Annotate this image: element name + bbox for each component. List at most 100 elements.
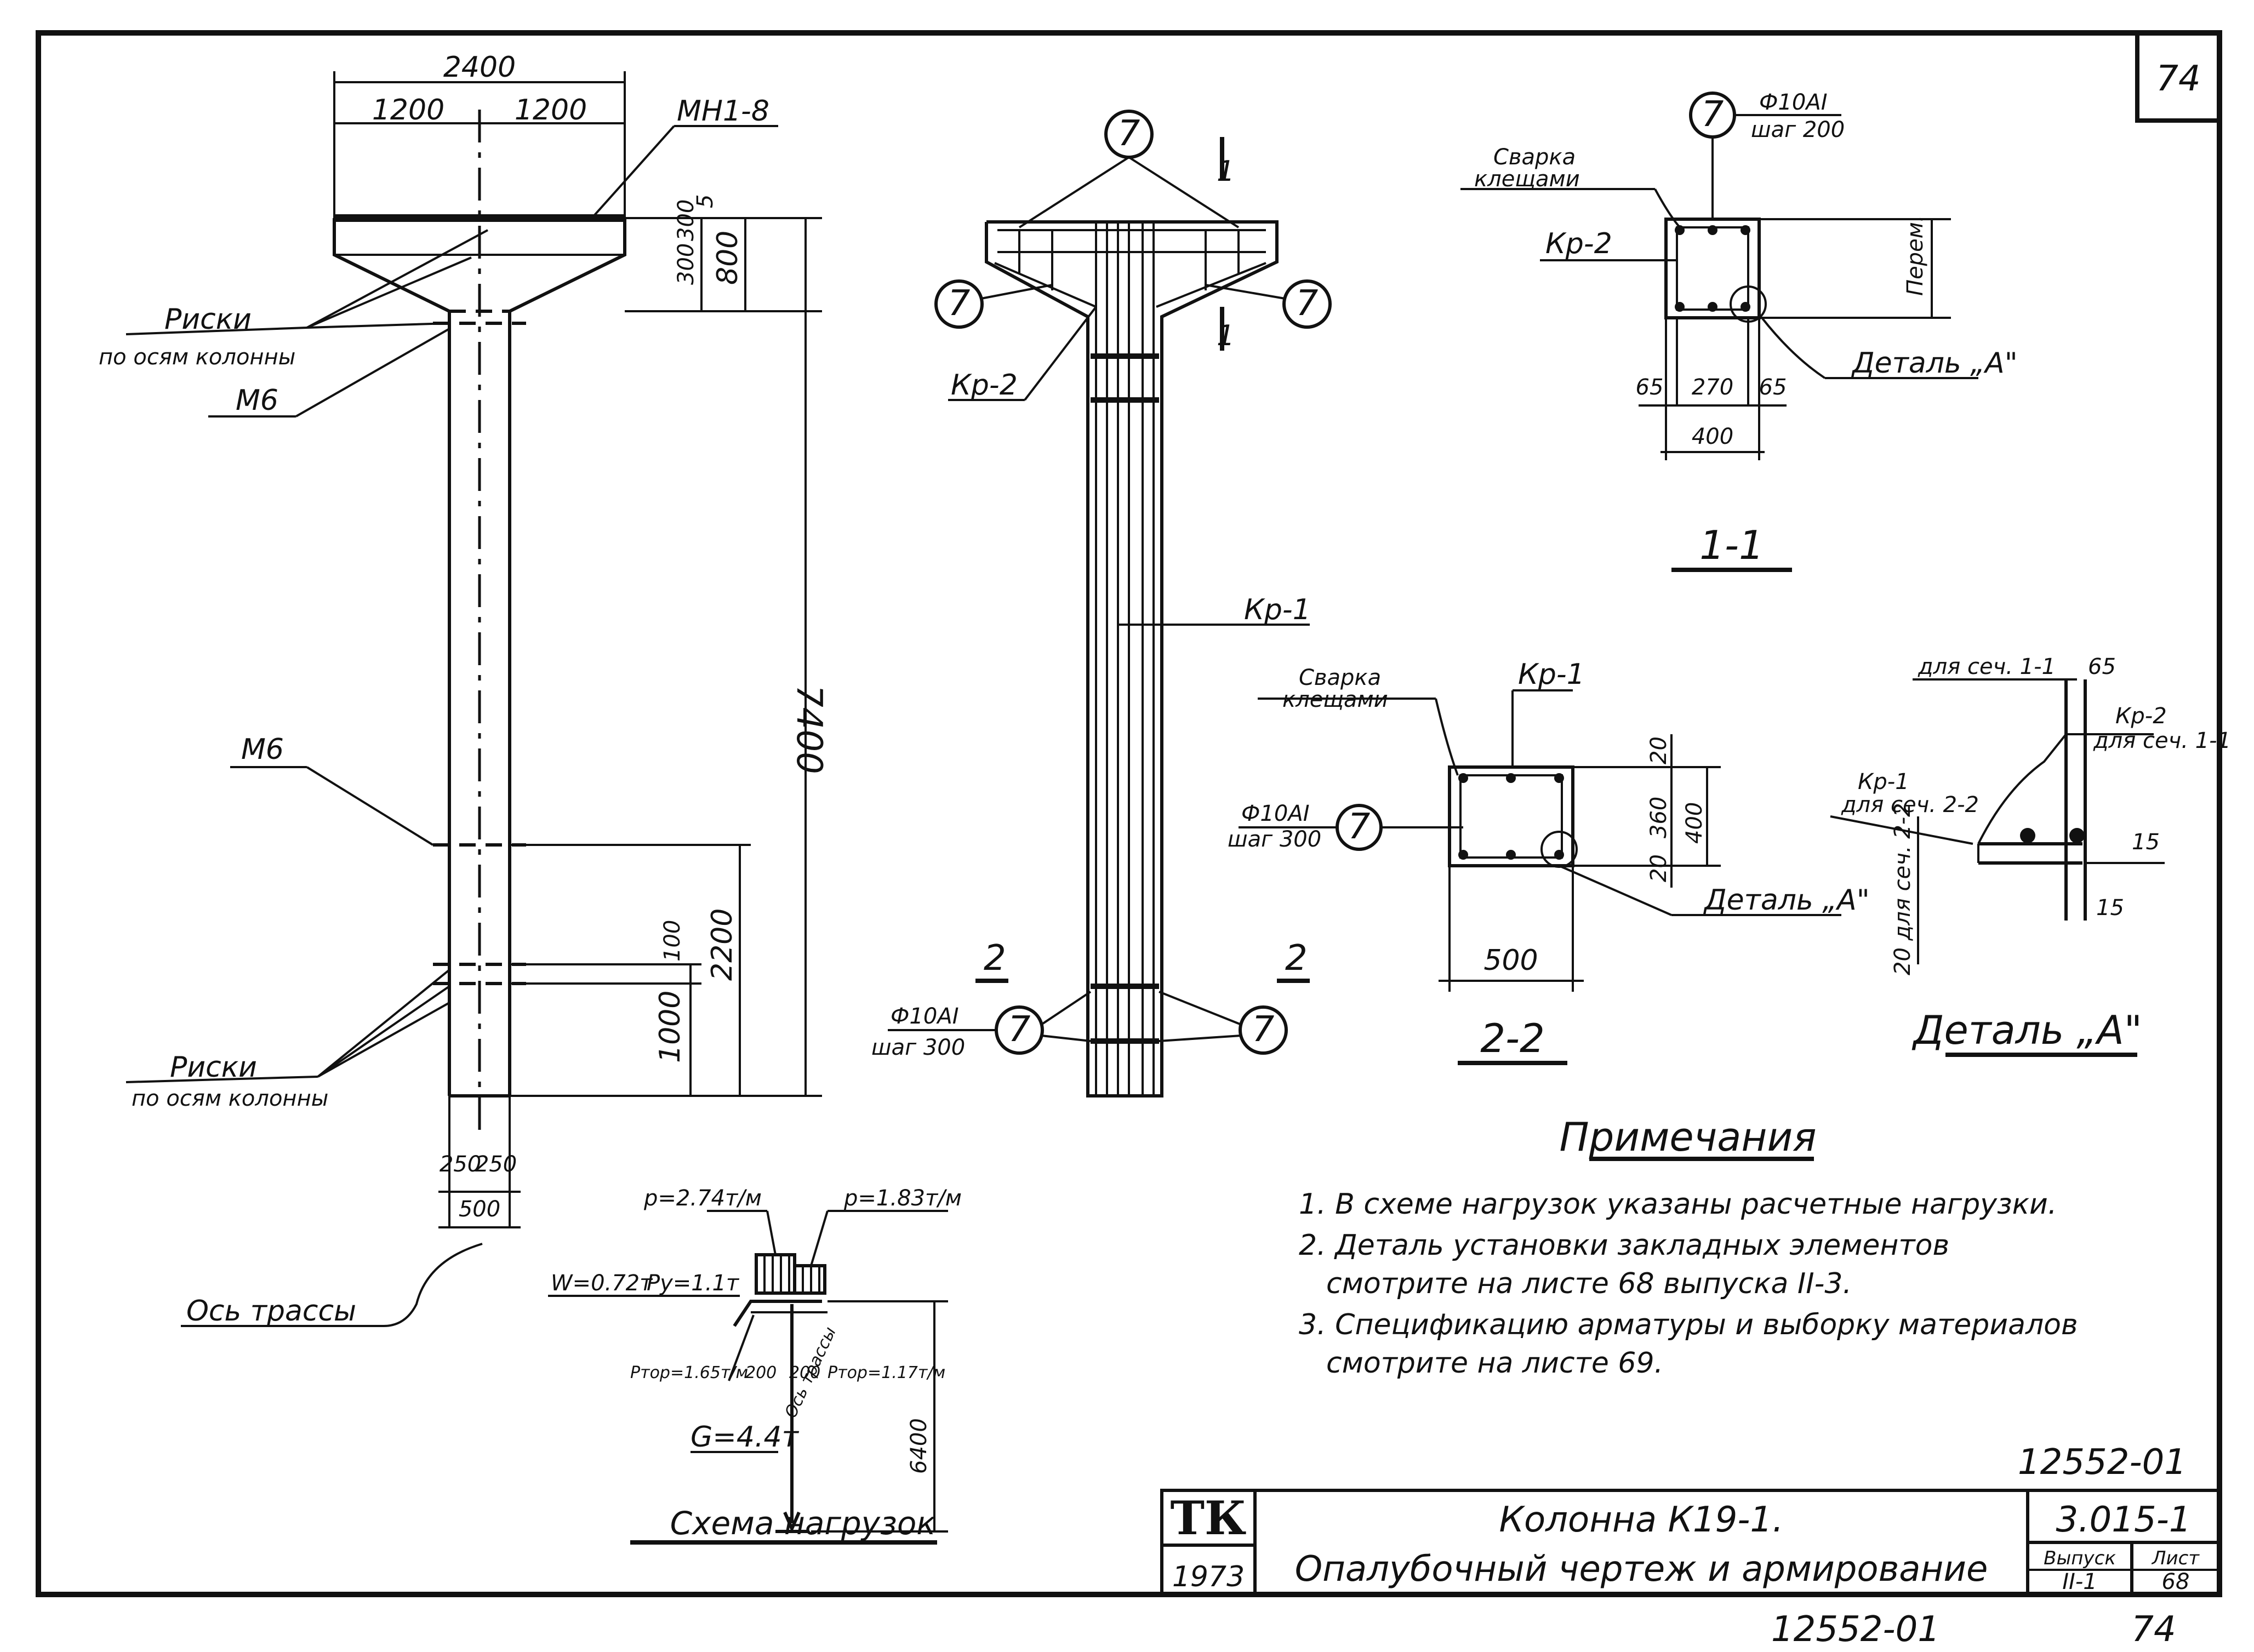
label-marks-bottom: Риски [170,1051,257,1084]
ls-ptop-right: Pтор=1.17т/м [828,1363,945,1382]
label-step-bottom: шаг 300 [871,1035,965,1060]
ls-dim-200b: 200 [789,1363,820,1382]
note-2: 2. Деталь установки закладных элементов [1299,1229,1949,1262]
ls-wind: W=0.72т [551,1271,653,1296]
callout-top: 7 [1118,113,1140,154]
callout-right: 7 [1296,283,1319,324]
tb-doc-code: 12552-01 [2018,1442,2187,1483]
s22-weld-sub: клещами [1282,687,1388,712]
reinforcement-view: 7 7 7 1 1 2 2 Кр-2 Кр-1 7 7 Ф10АI [871,110,1332,1097]
dim-lower-1: 100 [660,920,685,962]
note-3: 3. Спецификацию арматуры и выборку матер… [1299,1308,2078,1341]
ls-p-right: p=1.83т/м [843,1186,962,1211]
s22-dim-top: 20 [1646,736,1671,764]
ls-title: Схема нагрузок [670,1505,936,1542]
sheet-number-top: 74 [2156,59,2200,99]
s11-weld: Сварка [1493,145,1576,170]
s11-step: шаг 200 [1751,117,1845,142]
footer-page: 74 [2131,1609,2176,1650]
label-marks-top-sub: по осям колонны [99,345,295,370]
s22-step: шаг 300 [1228,827,1321,852]
label-embed-plate: МН1-8 [677,95,769,128]
da-dim-15b: 15 [2096,895,2124,921]
section-mark-bot-right: 2 [1285,938,1308,979]
column-elevation: 2400 1200 1200 МН1-8 300 300 5 800 7400 … [99,51,829,1328]
dim-half-right: 1200 [515,94,587,127]
tb-sheet-value: 68 [2162,1569,2190,1594]
title-block: 12552-01 ТК 1973 Колонна К19-1. Опалубоч… [1160,1442,2221,1596]
s22-dim-bottom: 20 [1646,854,1671,882]
label-marks-bottom-sub: по осям колонны [132,1086,328,1111]
da-dim-65: 65 [2088,654,2116,679]
dim-lower-2: 1000 [654,991,687,1063]
da-label-kr2-sub: для сеч. 1-1 [2093,728,2231,753]
tb-year: 1973 [1172,1560,1245,1593]
ls-p-left: p=2.74т/м [643,1186,762,1211]
s22-dim-mid: 360 [1646,797,1671,838]
s22-dim-width: 500 [1483,944,1538,977]
da-label-kr2: Кр-2 [2115,704,2167,729]
label-route-axis: Ось трассы [186,1295,356,1328]
ls-gravity: G=4.4т [691,1421,800,1454]
detail-a: для сеч. 1-1 65 Кр-2 для сеч. 1-1 Кр-1 д… [1830,654,2231,1057]
s22-detail-ref: Деталь „А" [1703,884,1870,917]
s11-title: 1-1 [1699,522,1764,568]
s22-dim-total: 400 [1682,802,1707,844]
tb-title-line2: Опалубочный чертеж и армирование [1295,1549,1988,1590]
label-kr1: Кр-1 [1244,593,1311,626]
dim-height: 7400 [789,685,829,774]
tb-title-line1: Колонна К19-1. [1499,1500,1784,1540]
ls-dim-200a: 200 [745,1363,777,1382]
s11-dim-left: 65 [1636,375,1664,400]
notes: Примечания 1. В схеме нагрузок указаны р… [1299,1114,2078,1380]
s11-kr2: Кр-2 [1545,227,1612,260]
tb-issue-label: Выпуск [2044,1547,2116,1569]
ls-py: Py=1.1т [647,1271,740,1296]
label-m6-mid: М6 [241,733,284,766]
note-1: 1. В схеме нагрузок указаны расчетные на… [1299,1188,2057,1221]
section-mark-top-right: 1 [1217,319,1235,352]
tb-sheet-label: Лист [2151,1547,2200,1569]
da-label-kr1-sub: для сеч. 2-2 [1841,792,1979,818]
s22-weld: Сварка [1299,665,1381,690]
section-mark-bot-left: 2 [984,938,1006,979]
section-1-1: 7 Ф10АI шаг 200 Сварка клещами Кр-2 Пере… [1460,90,2018,572]
da-label-side: 20 для сеч. 2-2 [1890,803,1915,975]
notes-title: Примечания [1559,1114,1816,1160]
s11-weld-sub: клещами [1474,167,1580,192]
s11-dim-right: 65 [1759,375,1787,400]
note-2-cont: смотрите на листе 68 выпуска II-3. [1326,1267,1852,1300]
sheet-number-box [2135,31,2222,123]
callout-left: 7 [948,283,971,324]
sheet-frame [36,30,2222,1597]
da-label-sec11: для сеч. 1-1 [1918,654,2056,679]
section-mark-top-left: 1 [1217,155,1235,188]
dim-half-left: 1200 [372,94,444,127]
s22-kr1: Кр-1 [1518,658,1585,691]
ls-ptop-left: Pтор=1.65т/м [630,1363,748,1382]
tb-org: ТК [1171,1491,1247,1545]
da-label-kr1: Кр-1 [1858,769,1909,794]
load-scheme: p=2.74т/м p=1.83т/м W=0.72т Py=1.1т Pтор… [548,1186,962,1545]
s11-var: Перем. [1903,215,1928,296]
dim-base-left: 250 [440,1152,481,1177]
callout-bottom-right: 7 [1252,1009,1275,1050]
tb-issue-value: II-1 [2062,1569,2097,1594]
da-dim-15a: 15 [2132,830,2160,855]
dim-base-right: 250 [475,1152,517,1177]
s11-dim-total: 400 [1692,424,1733,449]
ls-height: 6400 [906,1418,932,1474]
dim-head-small: 5 [693,195,718,208]
label-marks-top: Риски [164,303,252,336]
callout-bottom-left: 7 [1008,1009,1031,1050]
dim-base-total: 500 [459,1197,500,1222]
s11-bar: Ф10АI [1759,90,1828,115]
tb-series: 3.015-1 [2056,1500,2191,1540]
s11-detail-ref: Деталь „А" [1851,347,2018,380]
s11-dim-mid: 270 [1692,375,1733,400]
dim-total-width: 2400 [443,51,516,84]
label-m6-top: М6 [236,384,278,417]
dim-head-total: 800 [711,231,744,285]
label-bar-bottom: Ф10АI [891,1004,959,1029]
